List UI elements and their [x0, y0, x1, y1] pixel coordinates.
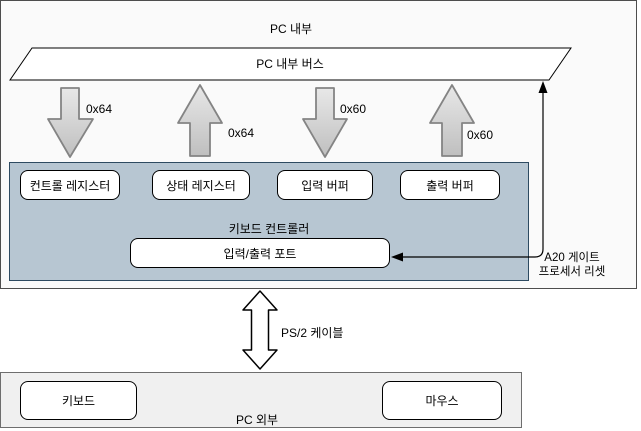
port-label-0x60-write: 0x60: [340, 102, 367, 116]
pc-internal-label: PC 내부: [269, 22, 313, 36]
bus-label: PC 내부 버스: [256, 57, 324, 71]
io-port-box: 입력/출력 포트: [130, 238, 390, 268]
keyboard-box: 키보드: [20, 381, 137, 420]
mouse-box: 마우스: [382, 381, 502, 420]
ps2-cable-label: PS/2 케이블: [281, 326, 344, 340]
ps2-cable-arrow-icon: [242, 290, 278, 370]
a20-annotation: A20 게이트 프로세서 리셋: [523, 251, 621, 279]
port-label-0x60-read: 0x60: [467, 128, 494, 142]
pc-external-label: PC 외부: [235, 413, 279, 427]
register-box-output-buffer: 출력 버퍼: [400, 170, 500, 200]
keyboard-controller-label: 키보드 컨트롤러: [228, 222, 310, 236]
port-label-0x64-write: 0x64: [86, 102, 113, 116]
register-box-input-buffer: 입력 버퍼: [277, 170, 373, 200]
a20-annotation-line1: A20 게이트: [544, 252, 600, 264]
port-label-0x64-read: 0x64: [228, 126, 255, 140]
a20-annotation-line2: 프로세서 리셋: [538, 266, 606, 278]
register-box-status: 상태 레지스터: [152, 170, 250, 200]
register-box-control: 컨트롤 레지스터: [20, 170, 120, 200]
